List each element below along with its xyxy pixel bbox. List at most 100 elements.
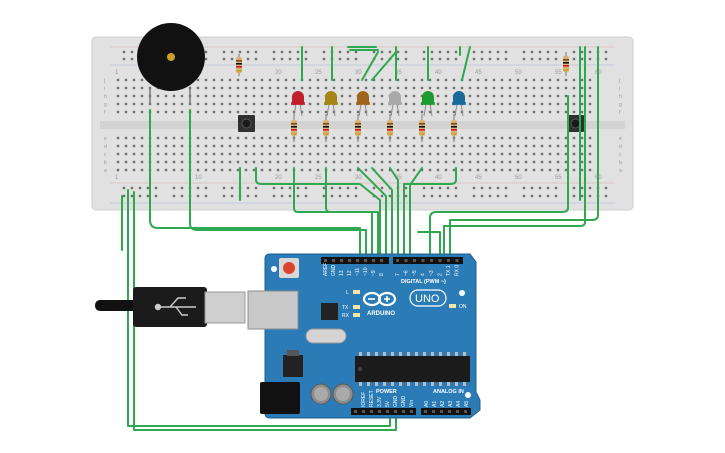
breadboard-hole[interactable]: [452, 160, 456, 164]
breadboard-hole[interactable]: [316, 168, 320, 172]
breadboard-hole[interactable]: [332, 168, 336, 172]
breadboard-hole[interactable]: [532, 136, 536, 140]
breadboard-hole[interactable]: [284, 78, 288, 82]
breadboard-hole[interactable]: [436, 86, 440, 90]
breadboard-hole[interactable]: [204, 186, 208, 190]
breadboard-hole[interactable]: [380, 152, 384, 156]
breadboard-hole[interactable]: [430, 194, 434, 198]
breadboard-hole[interactable]: [220, 136, 224, 140]
breadboard-hole[interactable]: [396, 57, 400, 61]
breadboard-hole[interactable]: [340, 86, 344, 90]
breadboard-hole[interactable]: [280, 186, 284, 190]
breadboard-hole[interactable]: [452, 168, 456, 172]
breadboard-hole[interactable]: [500, 168, 504, 172]
breadboard-hole[interactable]: [296, 50, 300, 54]
breadboard-hole[interactable]: [508, 160, 512, 164]
breadboard-hole[interactable]: [554, 194, 558, 198]
breadboard-hole[interactable]: [254, 50, 258, 54]
breadboard-hole[interactable]: [280, 194, 284, 198]
breadboard-hole[interactable]: [230, 50, 234, 54]
breadboard-hole[interactable]: [116, 168, 120, 172]
breadboard-hole[interactable]: [228, 78, 232, 82]
breadboard-hole[interactable]: [388, 168, 392, 172]
breadboard-hole[interactable]: [572, 50, 576, 54]
breadboard-hole[interactable]: [332, 152, 336, 156]
breadboard-hole[interactable]: [260, 136, 264, 140]
breadboard-hole[interactable]: [516, 144, 520, 148]
breadboard-hole[interactable]: [404, 136, 408, 140]
breadboard-hole[interactable]: [532, 94, 536, 98]
breadboard-hole[interactable]: [124, 136, 128, 140]
breadboard-hole[interactable]: [156, 152, 160, 156]
breadboard-hole[interactable]: [130, 50, 134, 54]
breadboard-hole[interactable]: [304, 194, 308, 198]
breadboard-hole[interactable]: [588, 50, 592, 54]
breadboard-hole[interactable]: [436, 78, 440, 82]
breadboard-hole[interactable]: [154, 186, 158, 190]
breadboard-hole[interactable]: [132, 160, 136, 164]
breadboard-hole[interactable]: [132, 102, 136, 106]
breadboard-hole[interactable]: [172, 152, 176, 156]
breadboard-hole[interactable]: [554, 50, 558, 54]
breadboard-hole[interactable]: [540, 144, 544, 148]
breadboard-hole[interactable]: [488, 194, 492, 198]
breadboard-hole[interactable]: [444, 86, 448, 90]
breadboard-hole[interactable]: [138, 186, 142, 190]
breadboard-hole[interactable]: [422, 186, 426, 190]
breadboard-hole[interactable]: [340, 136, 344, 140]
breadboard-hole[interactable]: [252, 102, 256, 106]
breadboard-hole[interactable]: [380, 168, 384, 172]
breadboard-hole[interactable]: [604, 186, 608, 190]
breadboard-hole[interactable]: [330, 194, 334, 198]
breadboard-hole[interactable]: [332, 160, 336, 164]
breadboard-hole[interactable]: [524, 160, 528, 164]
breadboard-hole[interactable]: [220, 86, 224, 90]
breadboard-hole[interactable]: [252, 160, 256, 164]
breadboard-hole[interactable]: [172, 136, 176, 140]
breadboard-hole[interactable]: [508, 144, 512, 148]
breadboard-hole[interactable]: [228, 94, 232, 98]
breadboard-hole[interactable]: [332, 144, 336, 148]
breadboard-hole[interactable]: [388, 86, 392, 90]
breadboard-hole[interactable]: [380, 50, 384, 54]
breadboard-hole[interactable]: [348, 160, 352, 164]
breadboard-hole[interactable]: [580, 57, 584, 61]
breadboard-hole[interactable]: [228, 168, 232, 172]
breadboard-hole[interactable]: [572, 78, 576, 82]
breadboard-hole[interactable]: [116, 78, 120, 82]
breadboard-hole[interactable]: [356, 110, 360, 114]
breadboard-hole[interactable]: [172, 160, 176, 164]
breadboard-hole[interactable]: [460, 168, 464, 172]
breadboard-hole[interactable]: [436, 144, 440, 148]
breadboard-hole[interactable]: [300, 110, 304, 114]
breadboard-hole[interactable]: [124, 168, 128, 172]
breadboard-hole[interactable]: [524, 136, 528, 140]
breadboard-hole[interactable]: [284, 144, 288, 148]
breadboard-hole[interactable]: [488, 50, 492, 54]
breadboard-hole[interactable]: [554, 57, 558, 61]
breadboard-hole[interactable]: [196, 94, 200, 98]
breadboard-hole[interactable]: [476, 152, 480, 156]
breadboard-hole[interactable]: [554, 186, 558, 190]
breadboard-hole[interactable]: [396, 168, 400, 172]
breadboard-hole[interactable]: [276, 144, 280, 148]
breadboard-hole[interactable]: [272, 57, 276, 61]
breadboard-hole[interactable]: [540, 78, 544, 82]
breadboard-hole[interactable]: [346, 194, 350, 198]
breadboard-hole[interactable]: [196, 168, 200, 172]
breadboard-hole[interactable]: [484, 78, 488, 82]
breadboard-hole[interactable]: [436, 94, 440, 98]
breadboard-hole[interactable]: [340, 94, 344, 98]
breadboard-hole[interactable]: [332, 86, 336, 90]
breadboard-hole[interactable]: [222, 57, 226, 61]
breadboard-hole[interactable]: [356, 152, 360, 156]
breadboard-hole[interactable]: [180, 110, 184, 114]
breadboard-hole[interactable]: [124, 94, 128, 98]
breadboard-hole[interactable]: [236, 78, 240, 82]
breadboard-hole[interactable]: [444, 160, 448, 164]
breadboard-hole[interactable]: [484, 110, 488, 114]
breadboard-hole[interactable]: [296, 194, 300, 198]
breadboard-hole[interactable]: [338, 50, 342, 54]
breadboard-hole[interactable]: [338, 186, 342, 190]
